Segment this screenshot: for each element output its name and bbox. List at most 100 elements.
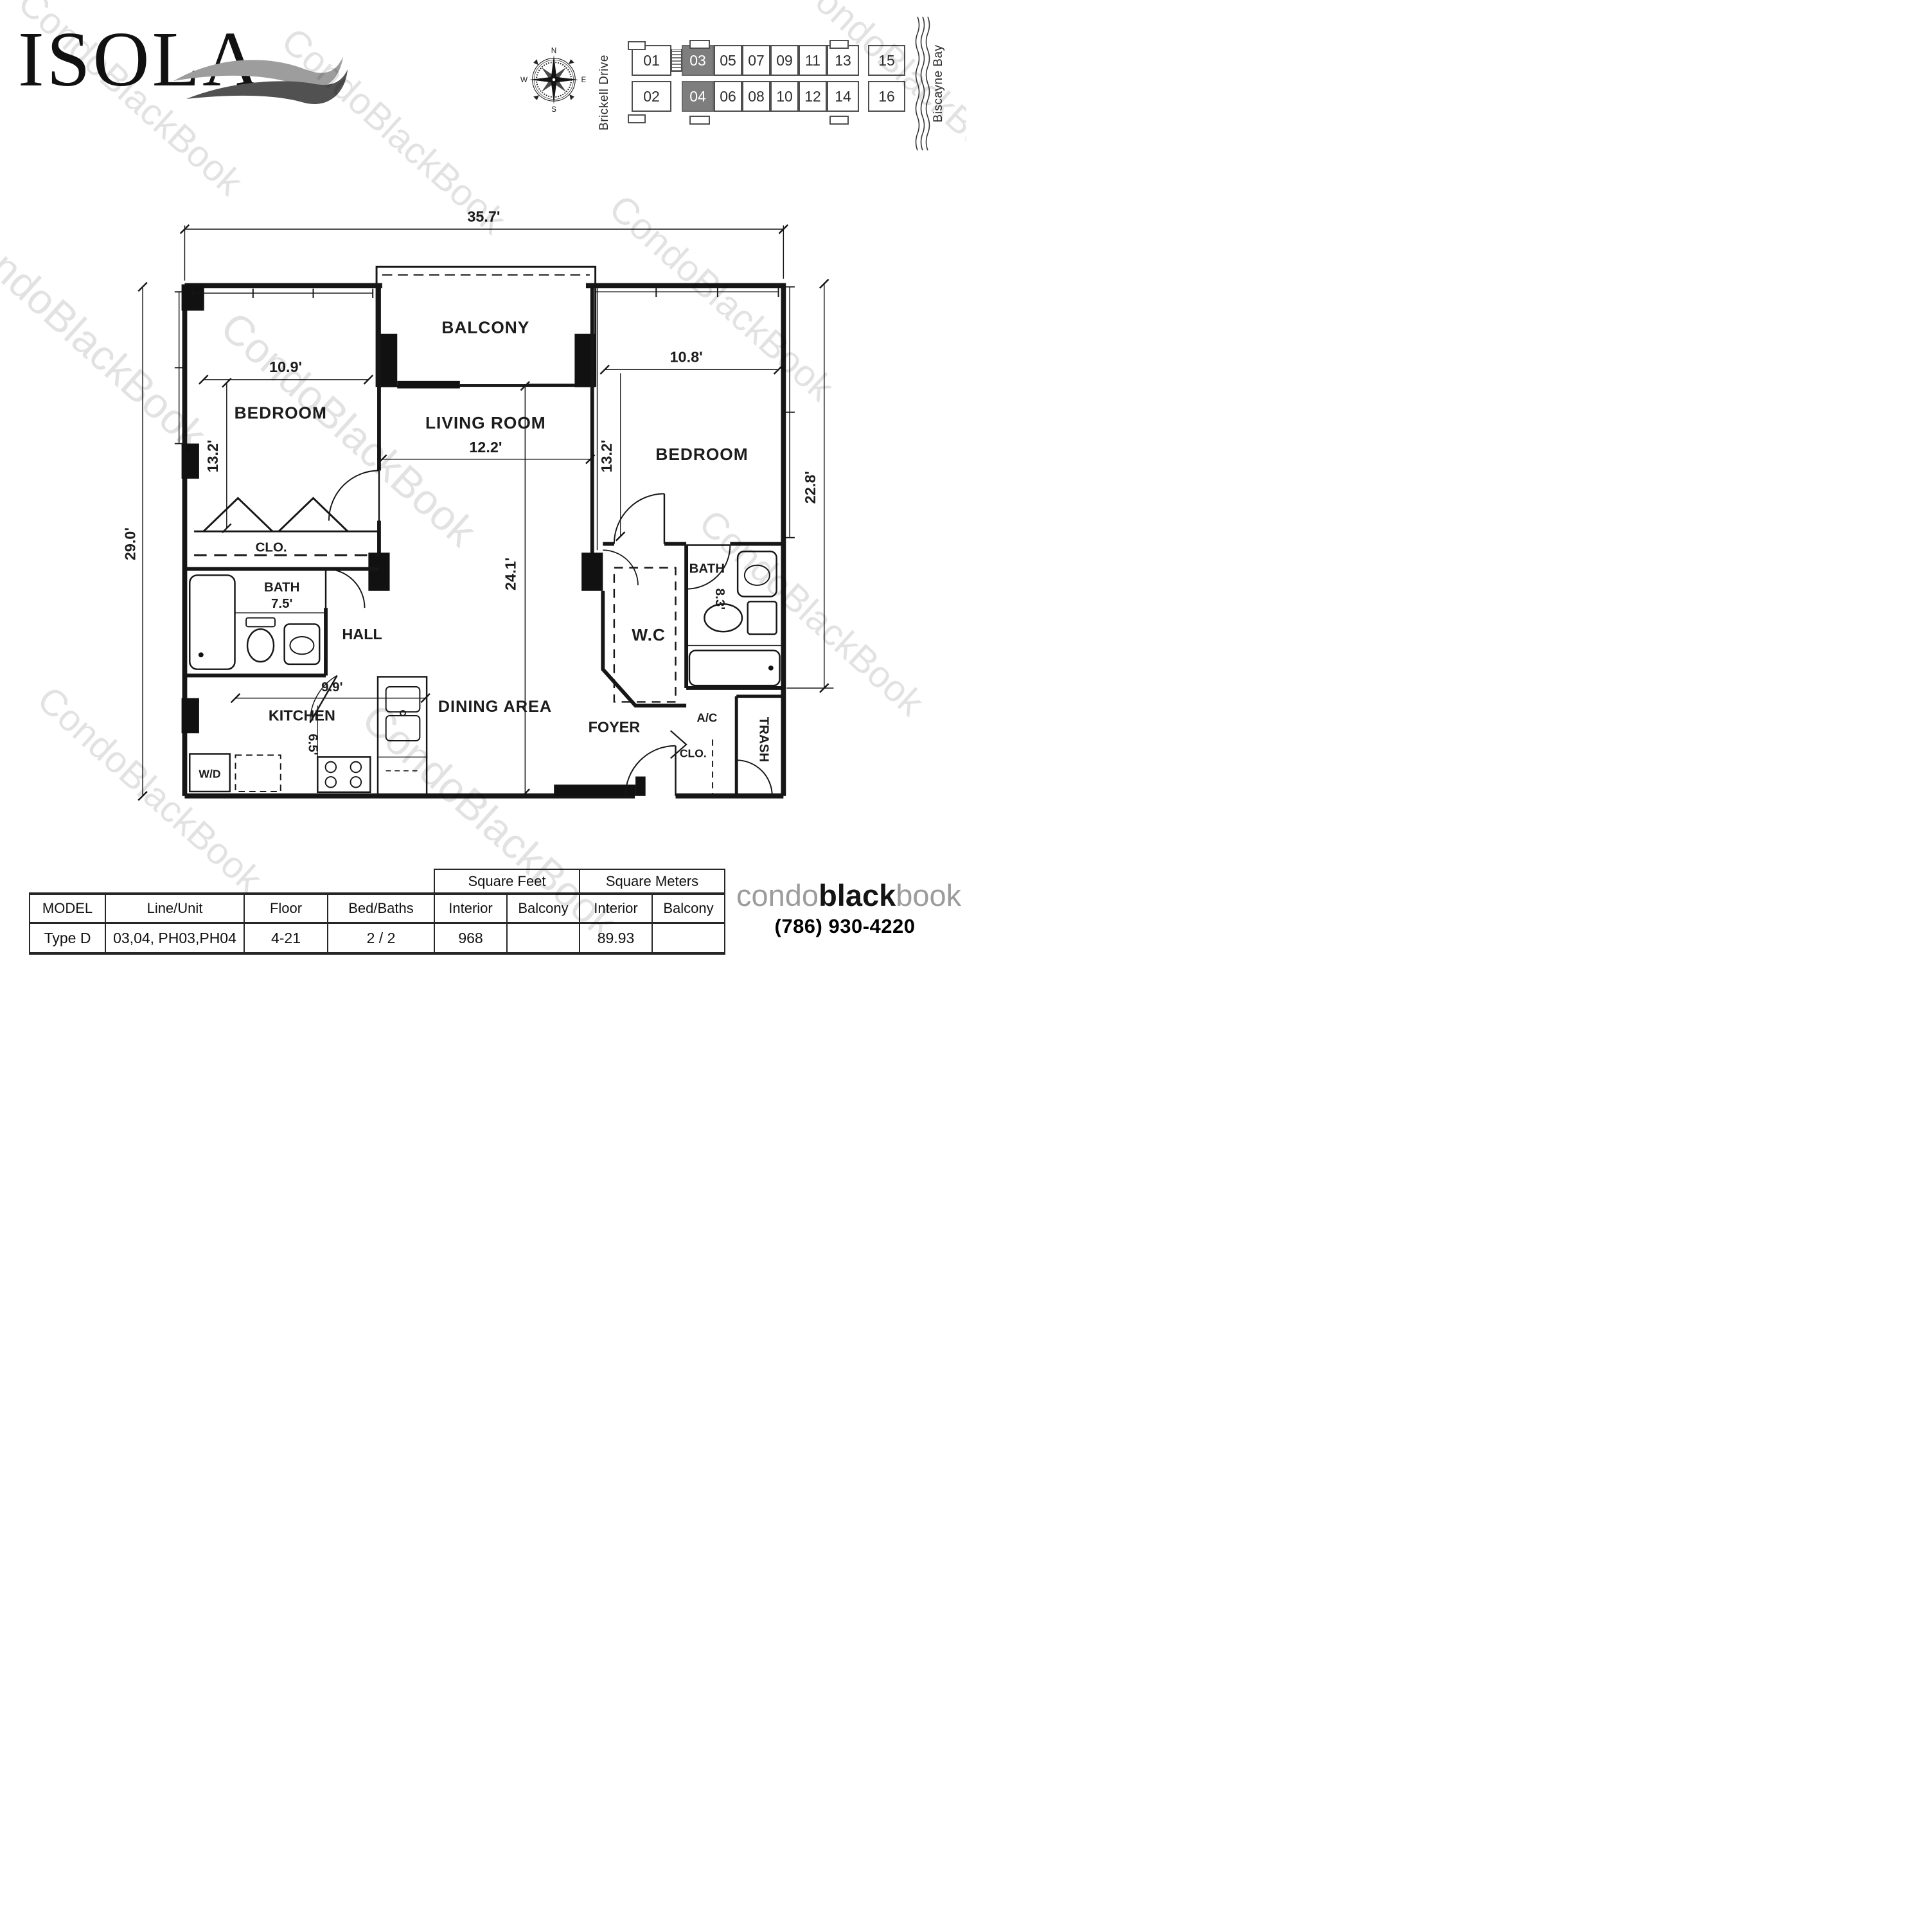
keyplan-unit-05: 05 [714,45,742,76]
keyplan-unit-13: 13 [827,45,859,76]
svg-text:22.8': 22.8' [802,471,819,504]
page: CondoBlackBook CondoBlackBook CondoBlack… [0,0,966,965]
balcony-bump [689,40,710,49]
living-room: LIVING ROOM 12.2' [377,285,603,591]
balcony-label: BALCONY [441,318,529,337]
brand-black: black [819,878,896,912]
keyplan-unit-14: 14 [827,81,859,112]
table-spacer [30,869,434,894]
svg-text:35.7': 35.7' [467,208,500,225]
wc-closet: W.C [601,549,687,708]
group-header-square-meters: Square Meters [579,869,725,894]
keyplan-unit-03: 03 [682,45,714,76]
keyplan-unit-04: 04 [682,81,714,112]
dim-kitchen-depth: 6.5' [306,734,321,755]
isola-logo-text: ISOLA [18,16,262,103]
keyplan-unit-08: 08 [742,81,770,112]
kitchen: 9.9' KITCHEN 6.5' W/D [189,675,430,797]
col-header-sf-balcony: Balcony [506,892,580,924]
keyplan-unit-15: 15 [868,45,905,76]
dim-bedroom-left-width: 10.9' [269,359,302,375]
outer-walls [181,283,786,799]
bedroom-left-label: BEDROOM [235,403,327,422]
cell-bed-baths: 2 / 2 [327,922,435,955]
bath-right: BATH 8.3' [684,542,784,690]
dim-overall-depth-left: 29.0' [121,281,148,801]
compass-rose-icon: N S E W [520,46,587,113]
balcony-bump [829,40,849,49]
balcony-bump [628,114,646,123]
washer-dryer-label: W/D [199,768,220,781]
balcony-bump [829,116,849,125]
dim-bedroom-right-depth: 13.2' [598,439,615,472]
bath-left: BATH 7.5' [184,568,366,678]
dim-living-width: 12.2' [469,439,502,456]
col-header-model: MODEL [29,892,106,924]
svg-text:24.1': 24.1' [502,558,519,590]
brand-book: book [896,878,962,912]
bay-label: Biscayne Bay [932,44,945,123]
cell-model: Type D [29,922,106,955]
bath-right-label: BATH [689,561,725,576]
balcony: BALCONY [375,265,597,389]
keyplan-stair-icon [671,49,682,72]
compass-north-label: N [551,46,557,55]
bath-left-label: BATH [264,580,299,595]
col-header-line-unit: Line/Unit [105,892,245,924]
kitchen-label: KITCHEN [269,707,335,724]
balcony-bump [689,116,710,125]
service-rooms: A/C CLO. TRASH [670,695,784,796]
svg-text:29.0': 29.0' [121,527,138,560]
street-label: Brickell Drive [598,55,611,130]
bay-waves-icon [915,17,930,151]
cell-sf-balcony [506,922,580,955]
cell-sf-interior: 968 [434,922,508,955]
dining-label: DINING AREA [438,698,552,716]
compass-east-label: E [581,76,587,84]
living-room-label: LIVING ROOM [425,413,546,432]
dim-unit-depth-mid: 24.1' [502,380,531,799]
cell-sm-interior: 89.93 [579,922,653,955]
phone-number: (786) 930-4220 [774,915,916,937]
spec-table: Square Feet Square Meters MODEL Line/Uni… [29,869,725,955]
window-lines [174,286,795,538]
keyplan-unit-01: 01 [632,45,671,76]
keyplan-unit-10: 10 [770,81,799,112]
floor-plan: 35.7' 29.0' 22.8' [121,208,834,801]
col-header-sm-interior: Interior [579,892,653,924]
keyplan-unit-06: 06 [714,81,742,112]
cell-floor: 4-21 [244,922,328,955]
hall-label: HALL [342,626,382,642]
dim-bedroom-right-width: 10.8' [670,349,703,366]
foyer-label: FOYER [589,718,641,735]
keyplan-unit-09: 09 [770,45,799,76]
foyer-closet-label: CLO. [680,747,707,759]
bedroom-right-label: BEDROOM [655,445,748,464]
trash-label: TRASH [756,717,771,763]
col-header-sf-interior: Interior [434,892,508,924]
col-header-bed-baths: Bed/Baths [327,892,435,924]
compass-south-label: S [551,105,556,113]
bedroom-left: BEDROOM 10.9' 13.2' [199,285,390,591]
dim-bedroom-left-depth: 13.2' [204,439,221,472]
keyplan-unit-07: 07 [742,45,770,76]
col-header-floor: Floor [244,892,328,924]
dim-kitchen-width: 9.9' [321,680,342,695]
keyplan-unit-12: 12 [799,81,827,112]
col-header-sm-balcony: Balcony [651,892,725,924]
closet-left: CLO. [184,497,379,571]
isola-logo: ISOLA [18,12,352,121]
closet-left-label: CLO. [256,540,287,554]
dining-foyer: DINING AREA FOYER [438,698,677,796]
building-keyplan: 01 03 05 07 09 11 13 15 02 04 06 08 10 1… [632,45,912,117]
keyplan-unit-02: 02 [632,81,671,112]
wc-label: W.C [632,625,666,644]
balcony-bump [628,41,646,50]
keyplan-unit-11: 11 [799,45,827,76]
ac-label: A/C [696,711,717,725]
isola-logo-swoosh-icon [173,57,348,104]
cell-sm-balcony [651,922,725,955]
keyplan-unit-16: 16 [868,81,905,112]
dim-overall-depth-right: 22.8' [786,278,834,693]
cell-line-unit: 03,04, PH03,PH04 [105,922,245,955]
